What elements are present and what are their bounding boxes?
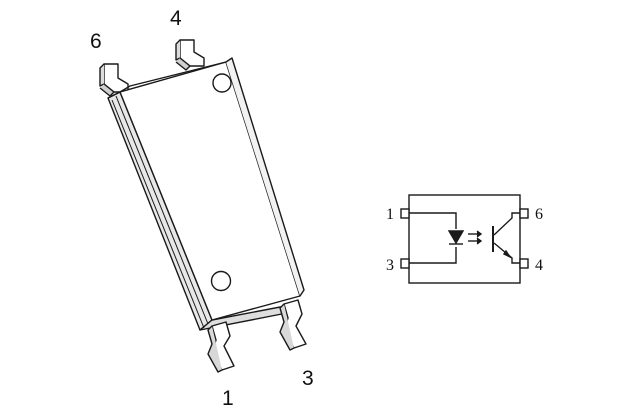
schematic-outline <box>408 194 521 284</box>
dimple-top <box>212 73 232 93</box>
package-pin-label-3: 3 <box>302 367 314 390</box>
led-cathode-wire <box>409 247 457 264</box>
schematic-pin-1 <box>400 208 410 219</box>
schematic-pin-3 <box>400 258 410 269</box>
lead-pin-4 <box>175 39 205 71</box>
phototransistor-icon <box>492 212 520 264</box>
schematic-pin-label-1: 1 <box>386 206 394 223</box>
package-pin-label-4: 4 <box>170 7 182 30</box>
package-pin-label-1: 1 <box>222 387 234 410</box>
lead-pin-3 <box>279 299 307 351</box>
light-arrows-icon <box>468 230 483 245</box>
schematic-diagram <box>400 194 529 284</box>
led-diode-icon <box>447 230 465 245</box>
schematic-pin-6 <box>519 208 529 219</box>
schematic-pin-label-6: 6 <box>535 206 543 223</box>
package-pin-label-6: 6 <box>90 30 102 53</box>
schematic-pin-label-3: 3 <box>386 257 394 274</box>
lead-pin-1 <box>207 321 235 373</box>
schematic-pin-4 <box>519 258 529 269</box>
package-drawing <box>99 39 307 373</box>
lead-pin-6 <box>99 63 129 97</box>
dimple-bottom <box>210 270 232 292</box>
schematic-pin-label-4: 4 <box>535 257 543 274</box>
led-anode-wire <box>409 212 457 229</box>
